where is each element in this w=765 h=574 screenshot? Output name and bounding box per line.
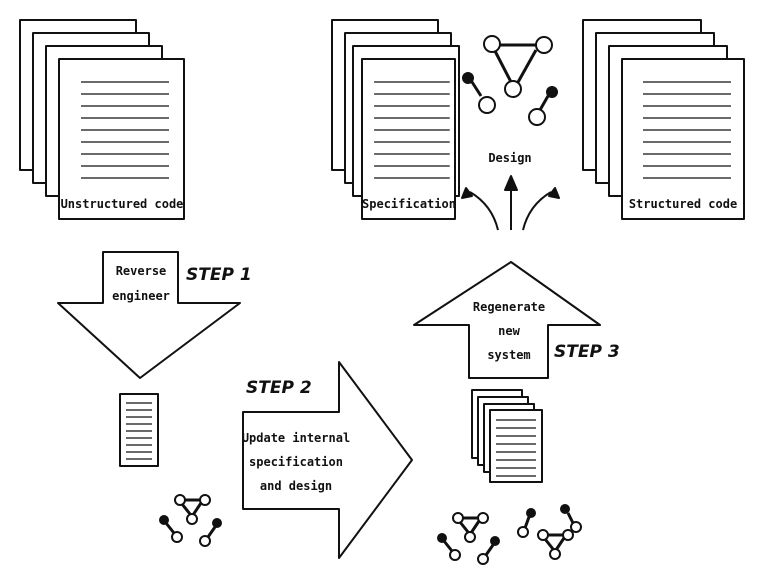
reverse-label-1: Reverse bbox=[116, 264, 167, 278]
step3-label: STEP 3 bbox=[554, 342, 620, 362]
new-system-docs bbox=[471, 389, 543, 483]
internal-design-graph bbox=[159, 494, 222, 547]
regen-label-2: new bbox=[498, 324, 520, 338]
reverse-engineer-arrow bbox=[57, 251, 241, 379]
design-arrows bbox=[461, 175, 560, 231]
update-arrow bbox=[242, 361, 413, 559]
step2-label: STEP 2 bbox=[246, 378, 312, 398]
new-design-graph-right bbox=[517, 504, 582, 560]
regenerate-arrow bbox=[413, 261, 601, 379]
new-design-graph-left bbox=[437, 512, 500, 565]
design-graph bbox=[462, 35, 558, 126]
structured-code-label: Structured code bbox=[629, 197, 737, 211]
reverse-label-2: engineer bbox=[112, 289, 170, 303]
internal-spec-doc bbox=[119, 393, 159, 467]
specification-stack: Specification bbox=[331, 19, 460, 220]
update-label-3: and design bbox=[260, 479, 332, 493]
update-label-1: Update internal bbox=[242, 431, 350, 445]
specification-label: Specification bbox=[362, 197, 456, 211]
unstructured-code-label: Unstructured code bbox=[61, 197, 184, 211]
structured-code-stack: Structured code bbox=[582, 19, 745, 220]
update-label-2: specification bbox=[249, 455, 343, 469]
regen-label-1: Regenerate bbox=[473, 300, 545, 314]
step1-label: STEP 1 bbox=[186, 265, 252, 285]
unstructured-code-stack: Unstructured code bbox=[19, 19, 185, 220]
design-label: Design bbox=[488, 151, 531, 165]
regen-label-3: system bbox=[487, 348, 530, 362]
